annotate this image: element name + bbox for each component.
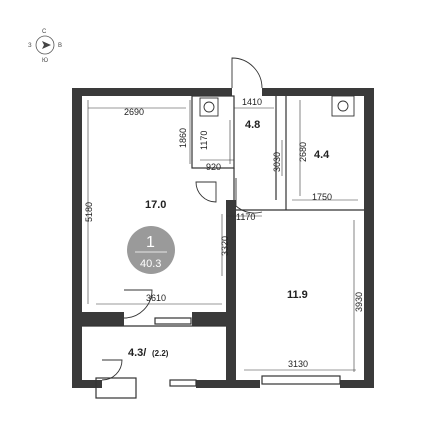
room-living-area: 17.0: [145, 199, 166, 211]
sink-bowl-icon-wc: [337, 100, 349, 112]
dim-1860: 1860: [178, 128, 188, 148]
room-bath-area: 4.8: [245, 119, 260, 131]
dim-3030: 3030: [272, 152, 282, 172]
room-kitchen-area: 11.9: [287, 289, 308, 301]
dim-1170a: 1170: [199, 131, 209, 150]
balcony-window-lower: [169, 379, 197, 387]
dim-3610: 3610: [146, 293, 166, 303]
balcony-window-upper: [154, 317, 192, 325]
badge-rooms: 1: [146, 234, 155, 251]
balcony-door[interactable]: [123, 289, 153, 319]
sink-icon-bath: [199, 97, 219, 117]
doors: [101, 57, 263, 381]
compass-arrow-icon: [42, 41, 51, 49]
partition-bath: [191, 95, 235, 169]
compass: С В Ю З: [28, 29, 62, 64]
dimension-lines: [87, 100, 358, 372]
bath-door[interactable]: [195, 181, 217, 203]
sink-icon-wc: [331, 95, 355, 117]
dim-3130: 3130: [288, 359, 308, 369]
balcony-exit-door[interactable]: [101, 359, 123, 381]
room-balcony-area: 4.3/: [128, 347, 146, 359]
kitchen-door[interactable]: [235, 178, 263, 214]
dim-1750: 1750: [312, 192, 332, 202]
dim-5180: 5180: [84, 202, 94, 222]
dim-1170b: 1170: [236, 212, 255, 222]
compass-south: Ю: [42, 58, 48, 64]
wall-balcony-top-right: [192, 312, 236, 326]
room-balcony-reduced: (2.2): [152, 349, 169, 358]
dim-2680: 2680: [298, 142, 308, 162]
wall-bottom-right: [340, 380, 374, 388]
compass-north: С: [42, 29, 47, 35]
sanitary: [199, 95, 355, 117]
wall-top-right: [262, 88, 374, 96]
room-wc-area: 4.4: [314, 149, 330, 161]
balcony-door-box: [95, 377, 137, 399]
sink-bowl-icon-bath: [203, 101, 215, 113]
dim-1410: 1410: [242, 97, 262, 107]
wall-right: [364, 88, 374, 388]
badge-circle: [127, 226, 175, 274]
wall-balcony-top-left: [72, 312, 124, 326]
apartment-badge: 1 40.3: [127, 226, 175, 274]
partitions: [82, 95, 364, 399]
wall-top-left: [72, 88, 232, 96]
entrance-door[interactable]: [231, 57, 263, 89]
dim-3930: 3930: [354, 292, 364, 312]
compass-west: З: [28, 43, 32, 49]
wall-bottom-left: [72, 380, 102, 388]
badge-total-area: 40.3: [140, 258, 161, 270]
kitchen-window: [261, 375, 341, 385]
dim-3320: 3320: [220, 236, 230, 256]
compass-east: В: [58, 43, 62, 49]
wall-kitchen-left: [226, 200, 236, 388]
outer-walls: [72, 88, 374, 388]
dim-920: 920: [206, 162, 221, 172]
compass-ring: [35, 35, 55, 55]
wall-left: [72, 88, 82, 388]
dim-2690: 2690: [124, 107, 144, 117]
